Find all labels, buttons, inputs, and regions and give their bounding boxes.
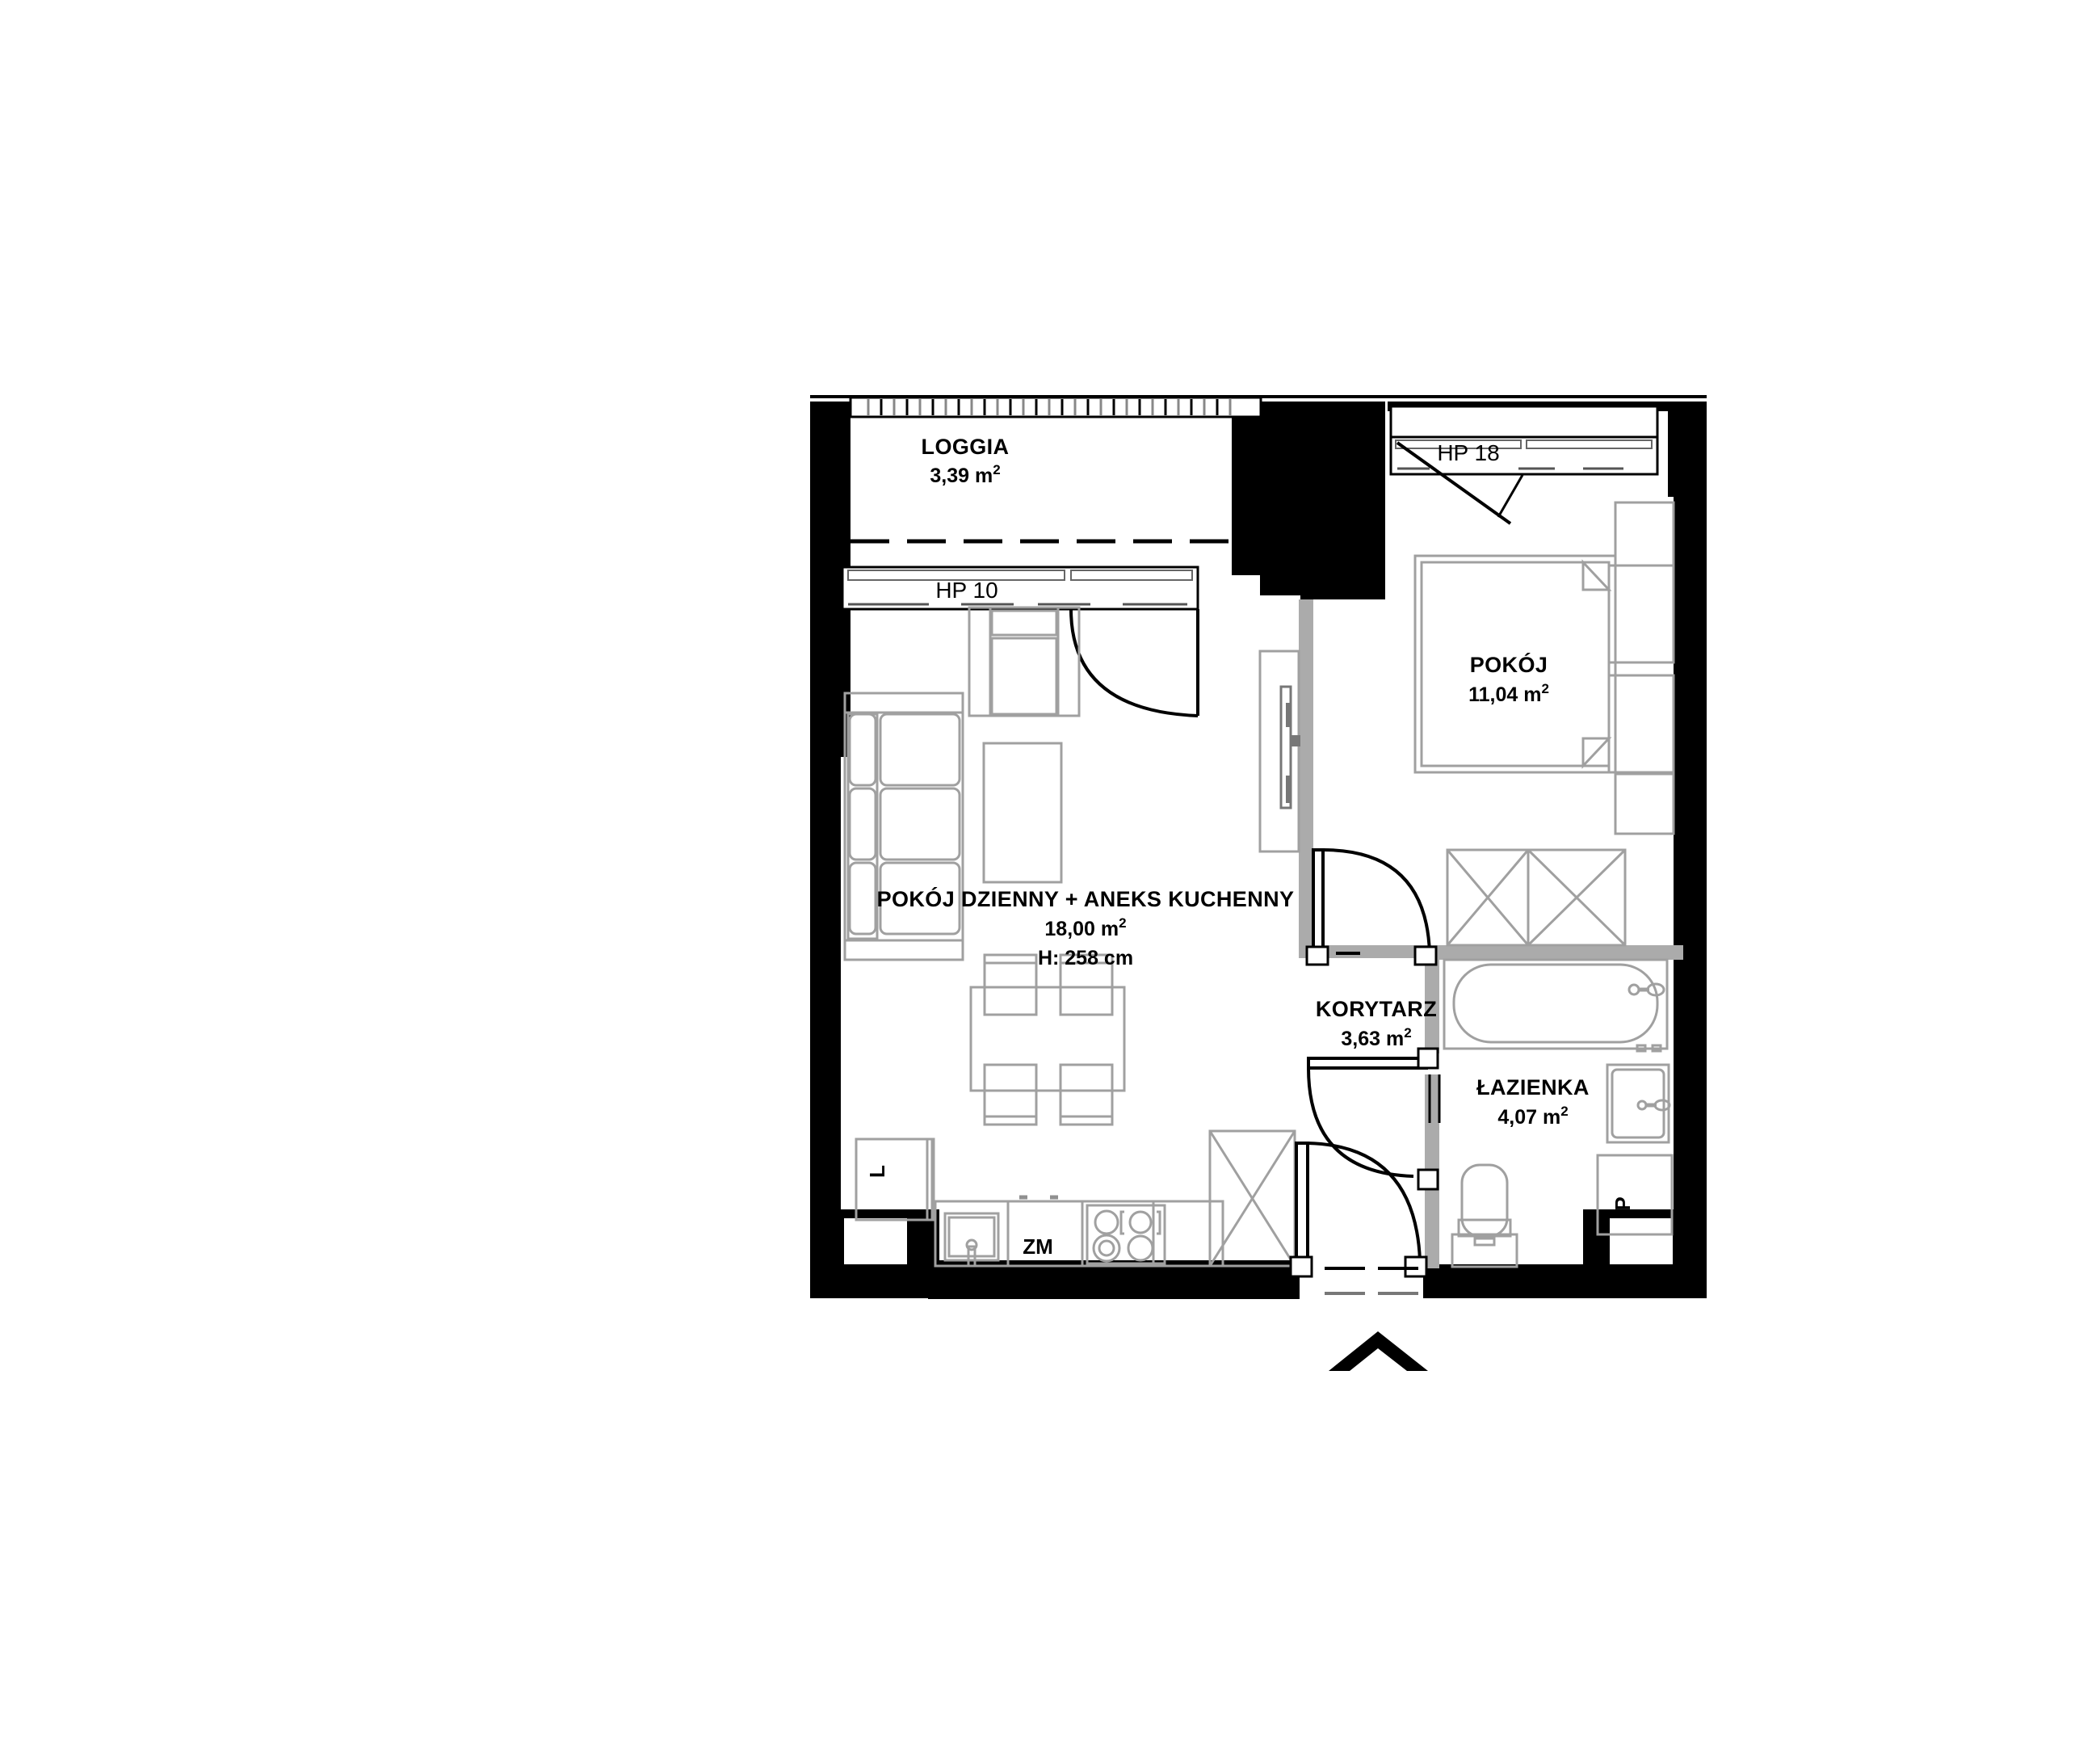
room-label-loggia-name: LOGGIA <box>922 435 1010 459</box>
kitchen-sink <box>943 1212 1000 1268</box>
armchair <box>968 606 1081 717</box>
loggia-area-value: 3,39 m <box>930 465 993 487</box>
appliance-labels: ZM L P <box>865 1165 1635 1259</box>
loggia-room <box>849 396 1262 544</box>
room-labels: LOGGIA 3,39 m2 POKÓJ DZIENNY + ANEKS KUC… <box>877 435 1590 1129</box>
door-bedroom <box>1305 848 1438 966</box>
interior-doors <box>1289 848 1441 1295</box>
window-labels: HP 10 HP 18 <box>935 440 1499 603</box>
window-hp-10 <box>841 566 1199 717</box>
bedroom-area-value: 11,04 m <box>1468 683 1541 706</box>
appliance-label-dishwasher: ZM <box>1023 1234 1053 1259</box>
tv-unit <box>1258 650 1300 853</box>
appliance-label-washing-machine: P <box>1611 1196 1635 1210</box>
sofa <box>843 692 964 961</box>
dining-table <box>969 986 1126 1092</box>
room-label-bedroom-area: 11,04 m2 <box>1468 681 1549 706</box>
entrance-marker <box>1329 1331 1428 1371</box>
living-room-furniture <box>843 606 1300 1268</box>
corridor-area-sup: 2 <box>1404 1025 1411 1041</box>
washing-machine-unit <box>1596 1154 1674 1236</box>
loggia-balustrade <box>849 396 1262 418</box>
living-area-value: 18,00 m <box>1044 918 1119 940</box>
room-label-bathroom-name: ŁAZIENKA <box>1476 1075 1590 1100</box>
living-area-sup: 2 <box>1119 915 1126 931</box>
corridor-area-value: 3,63 m <box>1341 1028 1404 1050</box>
bedroom-furniture <box>1413 501 1675 835</box>
bathtub <box>1443 958 1669 1053</box>
coffee-table <box>982 742 1063 884</box>
bathroom-area-value: 4,07 m <box>1497 1106 1560 1129</box>
room-label-living-name: POKÓJ DZIENNY + ANEKS KUCHENNY <box>877 886 1295 911</box>
room-label-bathroom-area: 4,07 m2 <box>1497 1104 1568 1129</box>
nightstand-mid <box>1607 564 1675 664</box>
shelf-lower <box>1614 772 1675 835</box>
room-label-living-area: 18,00 m2 <box>1044 915 1126 940</box>
door-bathroom <box>1307 1047 1441 1191</box>
bathroom-fixtures <box>1443 848 1674 1268</box>
room-label-corridor-area: 3,63 m2 <box>1341 1025 1411 1050</box>
room-label-loggia-area: 3,39 m2 <box>930 462 1000 487</box>
room-label-living-height: H: 258 cm <box>1038 947 1133 969</box>
kitchen-counter <box>934 1200 1224 1268</box>
balcony-door-swing <box>1069 608 1199 717</box>
window-label-hp-10: HP 10 <box>935 578 998 603</box>
toilet <box>1451 1163 1518 1268</box>
washbasin <box>1606 1063 1671 1144</box>
fridge-unit <box>855 1137 934 1222</box>
nightstand-lower <box>1607 674 1675 774</box>
bathroom-area-sup: 2 <box>1560 1104 1568 1119</box>
bed <box>1413 554 1617 774</box>
loggia-area-sup: 2 <box>993 462 1000 477</box>
room-label-corridor-name: KORYTARZ <box>1316 997 1437 1021</box>
appliance-label-fridge: L <box>865 1165 889 1178</box>
room-label-bedroom-name: POKÓJ <box>1470 652 1548 677</box>
bedroom-area-sup: 2 <box>1541 681 1548 696</box>
dining-set <box>969 953 1126 1126</box>
bath-overhead-cabinets <box>1446 848 1627 947</box>
door-entrance <box>1289 1142 1428 1295</box>
window-hp-18 <box>1389 405 1659 525</box>
cooktop <box>1086 1204 1166 1265</box>
window-label-hp-18: HP 18 <box>1437 440 1499 465</box>
